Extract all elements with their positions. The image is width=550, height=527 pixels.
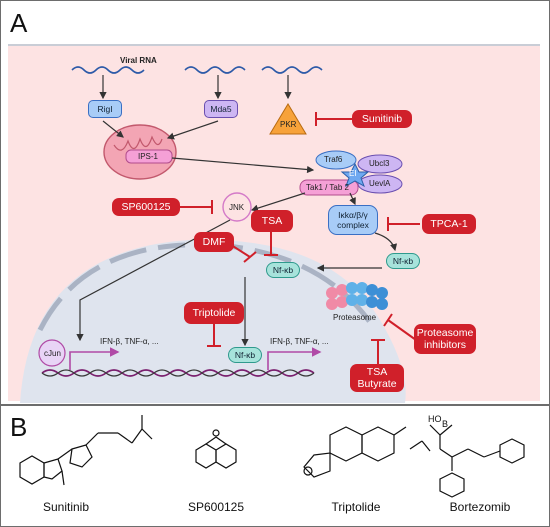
ifn-left-label: IFN-β, TNF-α, ... <box>100 337 159 346</box>
dna-strand-2 <box>41 369 315 377</box>
tsa-butyrate-line-2: Butyrate <box>357 378 397 390</box>
ifn-right-label: IFN-β, TNF-α, ... <box>270 337 329 346</box>
cjun-label: cJun <box>44 349 61 358</box>
cjun-node <box>38 339 66 367</box>
prot-inh-line-1: Proteasome <box>416 327 474 339</box>
compound-sp600125: SP600125 <box>187 500 245 514</box>
triptolide-structure <box>303 426 407 478</box>
jnk-label: JNK <box>229 203 245 212</box>
tsa-butyrate-line-1: TSA <box>366 366 388 378</box>
e1-label: EI <box>349 169 357 178</box>
ips1-box <box>125 149 173 164</box>
pkr-label: PKR <box>280 120 297 129</box>
svg-text:B: B <box>442 419 448 429</box>
viral-rna-wave-2 <box>184 66 246 74</box>
ikk-line-1: Iκkα/β/γ <box>338 210 368 220</box>
sp600125-structure <box>195 429 237 469</box>
bortezomib-structure <box>409 424 525 498</box>
viral-rna-label: Viral RNA <box>120 56 157 65</box>
ikk-complex-node: Iκkα/β/γ complex <box>328 205 378 235</box>
mda5-node: Mda5 <box>204 100 238 118</box>
tpca1-inhibitor: TPCA-1 <box>422 214 476 234</box>
inhibition-lines <box>180 112 420 364</box>
panel-b-letter: B <box>10 412 28 442</box>
panel-b <box>0 405 550 527</box>
traf6-label: Traf6 <box>324 155 343 164</box>
ubcl3-label: Ubcl3 <box>369 159 390 168</box>
proteasome-icon <box>326 282 388 310</box>
ips1-label: IPS-1 <box>138 152 159 161</box>
structures: HO B <box>19 414 525 498</box>
tak-label: Tak1 / Tab 2 <box>306 183 349 192</box>
svg-text:HO: HO <box>428 414 442 424</box>
tsa-butyrate-inhibitor: TSA Butyrate <box>350 364 404 392</box>
nfkb-middle: Nf-κb <box>266 262 300 278</box>
proteasome-label: Proteasome <box>333 313 377 322</box>
nfkb-nucleus: Nf-κb <box>228 347 262 363</box>
dna-strand-1 <box>41 369 315 377</box>
sunitinib-structure <box>19 415 153 486</box>
ikk-line-2: complex <box>337 220 369 230</box>
nfkb-cytoplasm: Nf-κb <box>386 253 420 269</box>
jnk-node <box>222 192 252 222</box>
compound-sunitinib: Sunitinib <box>42 500 90 514</box>
sunitinib-inhibitor: Sunitinib <box>352 110 412 128</box>
rigi-node: RigI <box>88 100 122 118</box>
prot-inh-line-2: inhibitors <box>423 339 467 351</box>
tsa-inhibitor: TSA <box>251 210 293 232</box>
compound-triptolide: Triptolide <box>331 500 381 514</box>
viral-rna-wave-1 <box>71 66 145 74</box>
compound-bortezomib: Bortezomib <box>449 500 511 514</box>
viral-rna-wave-3 <box>261 66 323 74</box>
panel-a-letter: A <box>10 8 28 38</box>
dmf-inhibitor: DMF <box>194 232 234 252</box>
triptolide-inhibitor: Triptolide <box>184 302 244 324</box>
pkr-triangle <box>269 103 307 135</box>
uevla-label: UevlA <box>369 179 391 188</box>
nuclear-membrane <box>37 242 186 332</box>
sp600125-inhibitor: SP600125 <box>112 198 180 216</box>
proteasome-inhibitors: Proteasome inhibitors <box>414 324 476 354</box>
